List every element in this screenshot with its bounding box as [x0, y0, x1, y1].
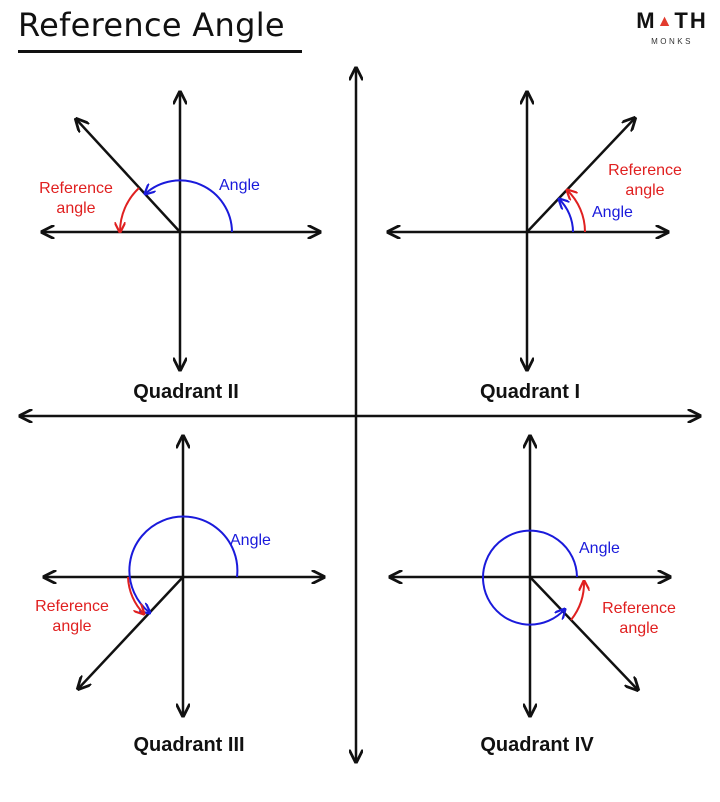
q4-quadrant-label: Quadrant IV: [480, 734, 594, 756]
quadrant-i-figure: Reference angle Angle Quadrant I: [388, 92, 682, 403]
q3-reference-label-line2: angle: [52, 618, 91, 635]
q2-reference-arc: [120, 187, 140, 232]
q3-quadrant-label: Quadrant III: [133, 734, 244, 756]
q1-quadrant-label: Quadrant I: [480, 381, 580, 403]
quadrant-ii-figure: Angle Reference angle Quadrant II: [39, 92, 320, 403]
q2-angle-label: Angle: [219, 177, 260, 194]
q2-reference-label-line2: angle: [56, 200, 95, 217]
quadrant-iv-figure: Angle Reference angle Quadrant IV: [390, 436, 676, 756]
q4-reference-label-line2: angle: [619, 620, 658, 637]
q2-quadrant-label: Quadrant II: [133, 381, 239, 403]
q2-reference-label-line1: Reference: [39, 180, 113, 197]
q4-terminal-ray: [529, 576, 638, 690]
brand-logo: M▲TH MONKS: [634, 10, 710, 47]
logo-subtitle: MONKS: [651, 37, 693, 46]
q4-angle-arc: [482, 529, 578, 626]
q3-reference-label-line1: Reference: [35, 598, 109, 615]
page-title: Reference Angle: [18, 6, 285, 44]
q2-angle-arc: [145, 179, 233, 233]
title-underline: [18, 50, 302, 53]
q1-reference-label-line1: Reference: [608, 162, 682, 179]
logo-text-after: TH: [674, 8, 708, 33]
q4-angle-label: Angle: [579, 540, 620, 557]
q3-angle-label: Angle: [230, 532, 271, 549]
logo-wordmark: M▲TH: [634, 10, 710, 35]
q3-angle-arc: [128, 515, 239, 613]
logo-text-before: M: [636, 8, 657, 33]
q1-reference-arc: [567, 190, 586, 233]
q4-reference-arc: [570, 581, 584, 621]
q1-reference-label-line2: angle: [625, 182, 664, 199]
q1-angle-label: Angle: [592, 204, 633, 221]
q3-terminal-ray: [78, 576, 184, 689]
q1-angle-arc: [559, 199, 574, 233]
q1-terminal-ray: [526, 118, 635, 233]
q2-terminal-ray: [76, 119, 181, 233]
q4-reference-label-line1: Reference: [602, 600, 676, 617]
q3-reference-arc: [127, 576, 144, 614]
logo-triangle-icon: ▲: [656, 13, 675, 30]
quadrant-iii-figure: Angle Reference angle Quadrant III: [35, 436, 324, 756]
